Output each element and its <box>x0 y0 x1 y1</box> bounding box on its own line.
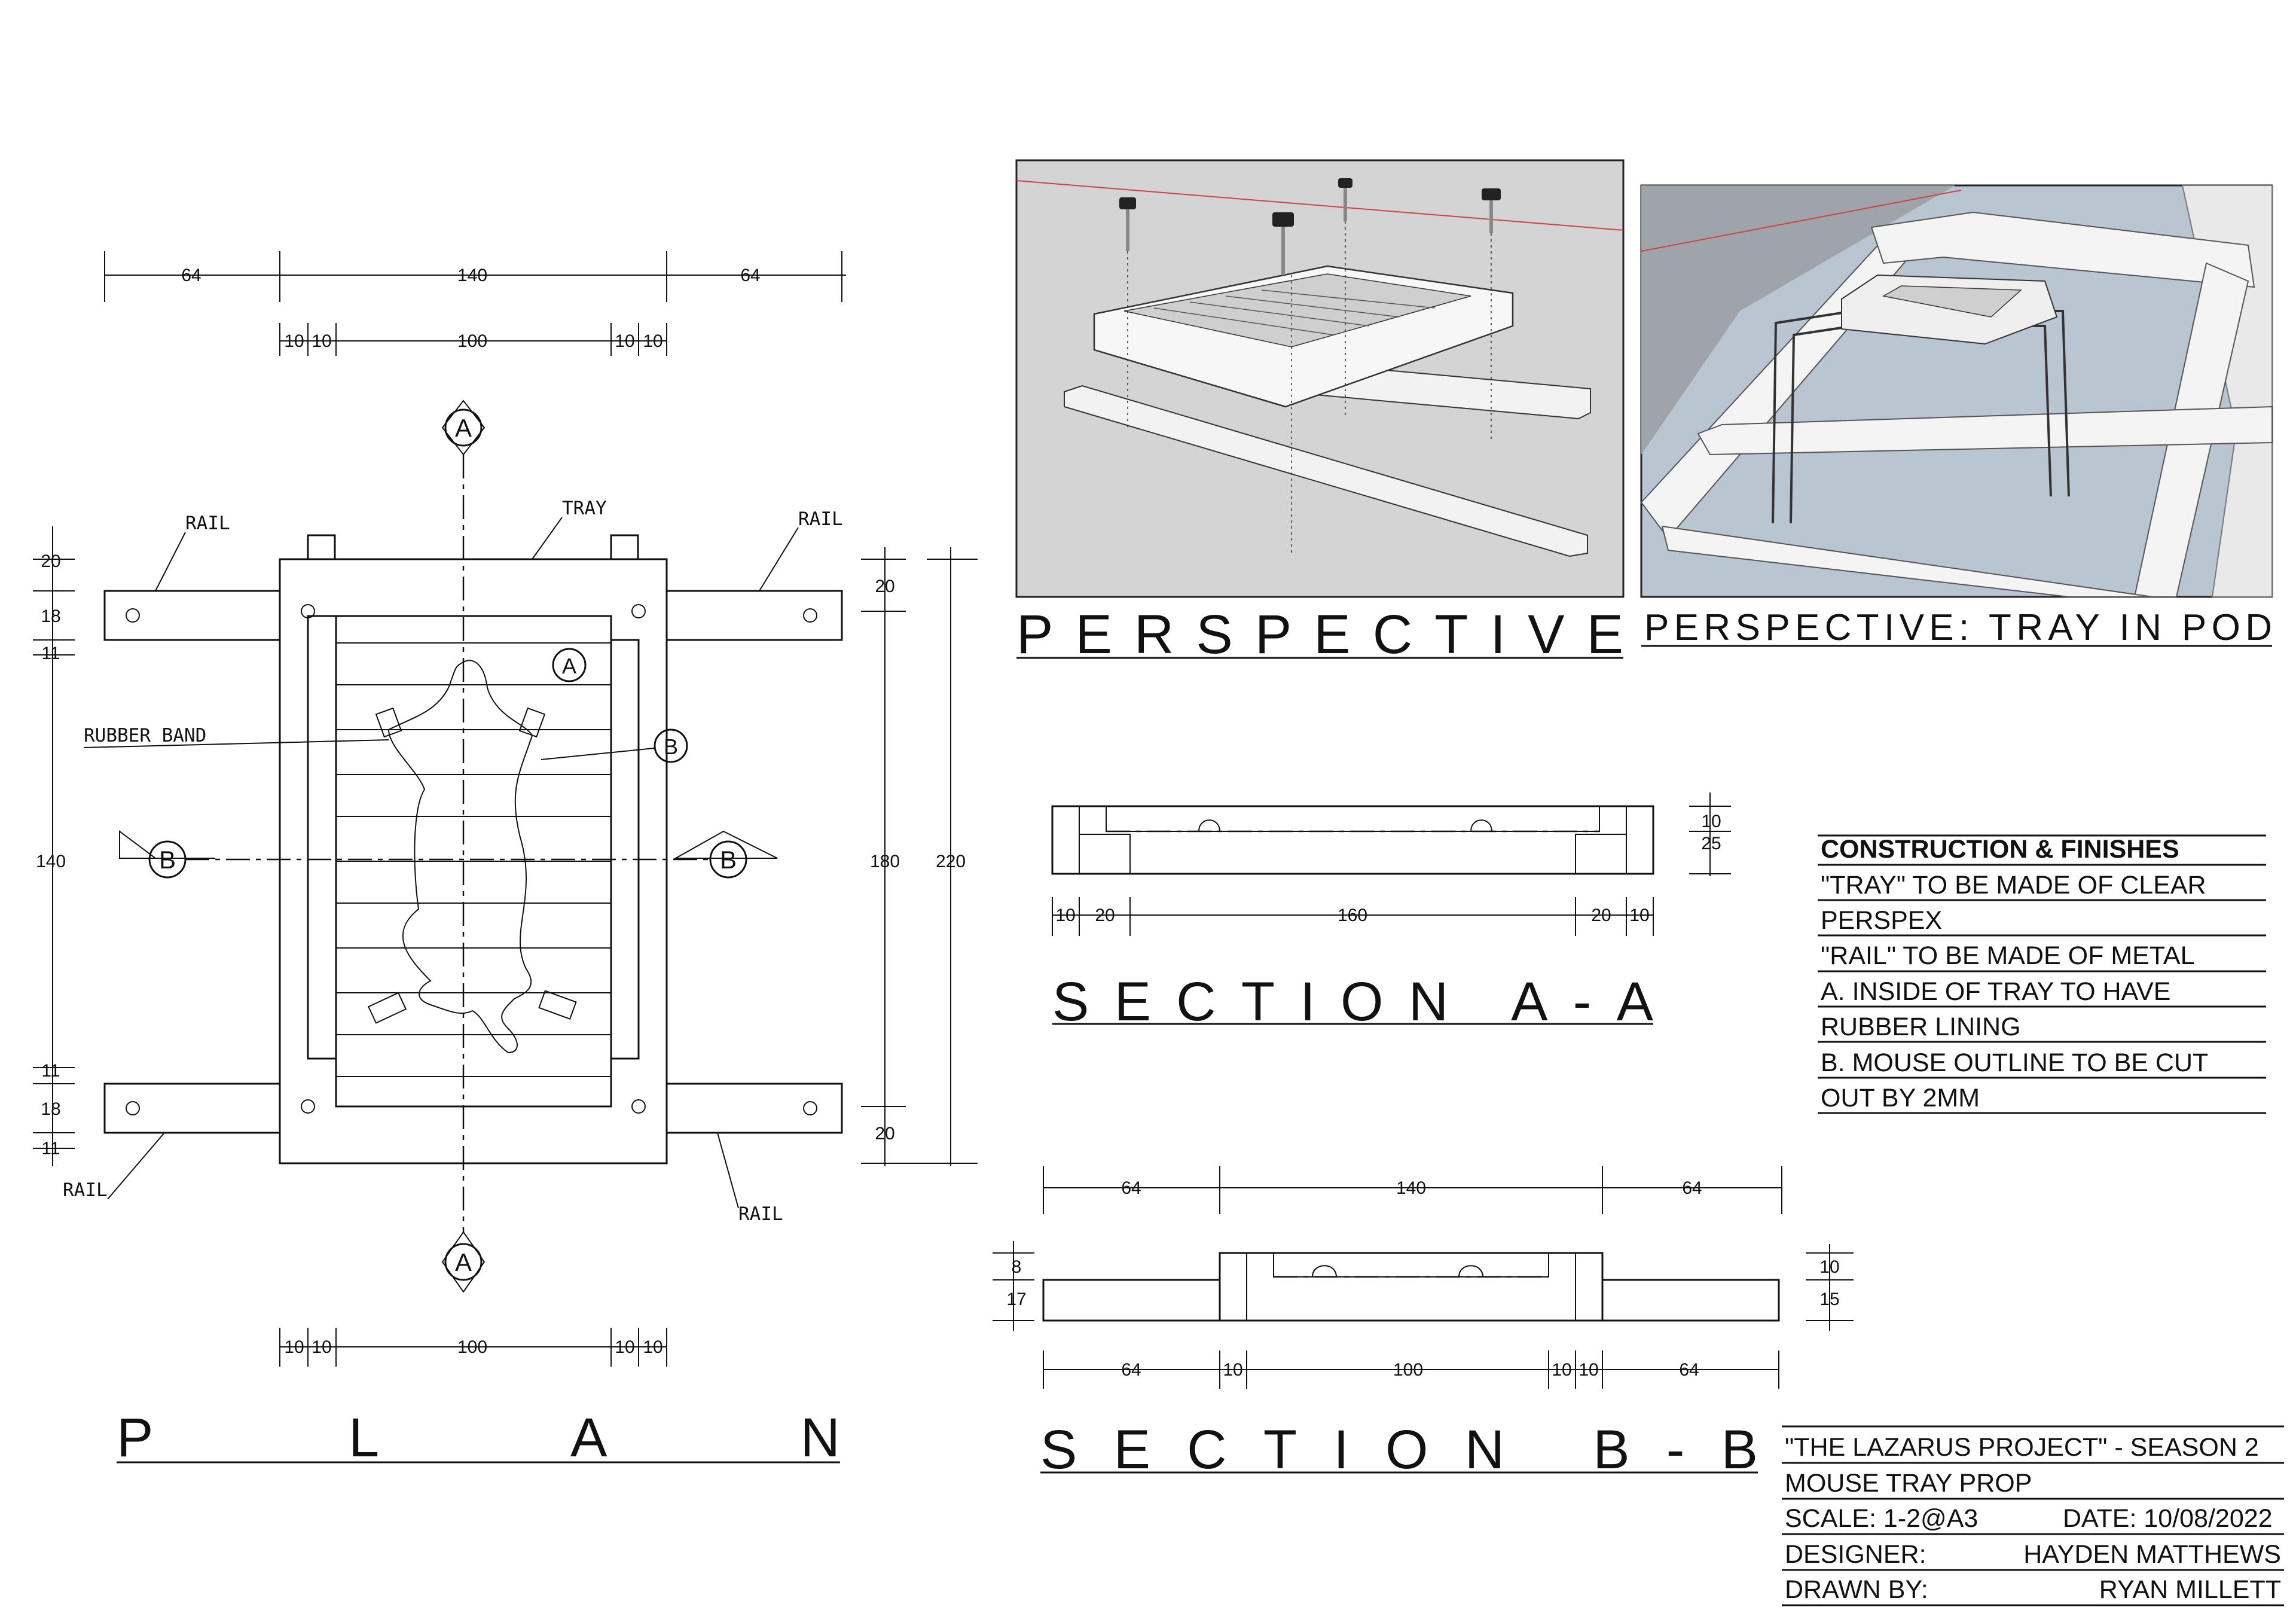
note-a-label: A <box>562 654 576 678</box>
label-rail-bottom-left: RAIL <box>63 1179 108 1201</box>
rail-top-right <box>665 590 843 641</box>
plan-subdim-4: 10 <box>615 331 634 351</box>
plan-dim-left-4: 140 <box>36 852 66 871</box>
aa-side-dim-1: 10 <box>1701 812 1721 831</box>
notes-line-7: OUT BY 2MM <box>1821 1084 1980 1112</box>
plan-view: 64 140 64 10 10 100 10 10 A A B B <box>33 251 978 1468</box>
plan-bottom-subdim-3: 100 <box>457 1337 487 1357</box>
plan-dim-top-3: 64 <box>740 266 760 285</box>
note-b-label: B <box>664 734 678 759</box>
title-designer: HAYDEN MATTHEWS <box>2023 1540 2281 1569</box>
label-rubber-band: RUBBER BAND <box>84 725 206 746</box>
notes-line-2: PERSPEX <box>1821 906 1942 935</box>
rail-bottom-left <box>103 1083 281 1134</box>
label-rail-bottom-right: RAIL <box>738 1203 783 1225</box>
bb-right-dim-1: 10 <box>1819 1257 1839 1277</box>
bb-top-dim-1: 64 <box>1121 1178 1141 1198</box>
perspective-title: PERSPECTIVE <box>1016 604 1623 665</box>
bb-left-dim-2: 17 <box>1006 1289 1026 1309</box>
label-rail-top-right: RAIL <box>798 508 843 530</box>
bb-top-dim-3: 64 <box>1682 1178 1702 1198</box>
section-a-label-bottom: A <box>455 1248 472 1276</box>
title-drawn: RYAN MILLETT <box>2099 1575 2281 1604</box>
plan-bottom-subdim-4: 10 <box>615 1337 634 1357</box>
plan-subdim-3: 100 <box>457 331 487 351</box>
section-b-label-right: B <box>720 846 737 874</box>
section-aa-view: 10 20 160 20 10 10 25 SECTION A-A <box>1051 792 1731 1032</box>
label-rail-top-left: RAIL <box>185 513 230 534</box>
section-b-label-left: B <box>159 846 176 874</box>
plan-title: P L A N <box>117 1407 840 1468</box>
aa-dim-2: 20 <box>1095 905 1115 925</box>
plan-subdim-1: 10 <box>284 331 304 351</box>
bb-bottom-dim-6: 64 <box>1679 1360 1699 1380</box>
perspective-render: PERSPECTIVE <box>1015 159 1625 665</box>
rail-top-left <box>103 590 281 641</box>
aa-dim-5: 10 <box>1629 905 1649 925</box>
notes-line-3: "RAIL" TO BE MADE OF METAL <box>1821 941 2195 970</box>
plan-bottom-subdim-2: 10 <box>312 1337 331 1357</box>
notes-line-6: B. MOUSE OUTLINE TO BE CUT <box>1821 1048 2208 1077</box>
plan-dim-left-1: 20 <box>41 551 60 571</box>
plan-dim-top-2: 140 <box>457 266 487 285</box>
aa-dim-4: 20 <box>1591 905 1611 925</box>
title-designer-label: DESIGNER: <box>1785 1540 1926 1569</box>
section-a-marker-bottom <box>444 1243 483 1281</box>
notes-heading: CONSTRUCTION & FINISHES <box>1821 835 2179 864</box>
title-block: "THE LAZARUS PROJECT" - SEASON 2 MOUSE T… <box>1782 1425 2284 1606</box>
plan-dim-left-5: 11 <box>41 1061 60 1081</box>
title-drawn-label: DRAWN BY: <box>1785 1575 1928 1604</box>
plan-dim-left-3: 11 <box>41 644 60 663</box>
notes-line-5: RUBBER LINING <box>1821 1013 2021 1041</box>
title-scale: SCALE: 1-2@A3 <box>1785 1504 1978 1533</box>
plan-bottom-subdim-1: 10 <box>284 1337 304 1357</box>
notes-line-4: A. INSIDE OF TRAY TO HAVE <box>1821 977 2170 1006</box>
label-tray: TRAY <box>562 498 607 519</box>
section-a-marker-top <box>444 408 483 447</box>
plan-dim-right-3: 20 <box>875 1124 894 1144</box>
aa-dim-1: 10 <box>1055 905 1075 925</box>
perspective-pod-render: PERSPECTIVE: TRAY IN POD <box>1640 184 2273 648</box>
bb-top-dim-2: 140 <box>1396 1178 1426 1198</box>
mouse-outline <box>387 660 533 1054</box>
bb-bottom-dim-5: 10 <box>1578 1360 1598 1380</box>
title-project: "THE LAZARUS PROJECT" - SEASON 2 <box>1785 1433 2259 1462</box>
bb-bottom-dim-1: 64 <box>1121 1360 1141 1380</box>
plan-dim-left-2: 18 <box>41 606 60 626</box>
title-date: DATE: 10/08/2022 <box>2063 1504 2273 1533</box>
plan-dim-left-7: 11 <box>41 1139 60 1158</box>
section-bb-title: SECTION B-B <box>1040 1419 1758 1480</box>
rail-bottom-right <box>665 1083 843 1134</box>
bb-left-dim-1: 8 <box>1012 1257 1022 1277</box>
section-a-label-top: A <box>455 414 472 442</box>
bb-bottom-dim-3: 100 <box>1393 1360 1423 1380</box>
plan-subdim-2: 10 <box>312 331 331 351</box>
title-item: MOUSE TRAY PROP <box>1785 1469 2032 1498</box>
plan-subdim-5: 10 <box>643 331 662 351</box>
section-bb-view: 64 140 64 8 17 10 15 6 <box>993 1166 1854 1480</box>
aa-dim-3: 160 <box>1338 905 1367 925</box>
bb-bottom-dim-4: 10 <box>1552 1360 1571 1380</box>
notes-line-1: "TRAY" TO BE MADE OF CLEAR <box>1821 871 2206 900</box>
tray-outline <box>279 558 668 1164</box>
plan-dim-top-1: 64 <box>181 266 201 285</box>
perspective-pod-title: PERSPECTIVE: TRAY IN POD <box>1644 607 2272 648</box>
plan-dim-right-2: 180 <box>870 852 900 871</box>
note-b-marker <box>654 728 688 763</box>
plan-dim-right-1: 20 <box>875 577 894 596</box>
bb-bottom-dim-2: 10 <box>1223 1360 1242 1380</box>
plan-bottom-subdim-5: 10 <box>643 1337 662 1357</box>
section-b-marker-right <box>709 840 747 879</box>
plan-dim-left-6: 18 <box>41 1099 60 1119</box>
aa-side-dim-2: 25 <box>1701 834 1721 853</box>
construction-notes: CONSTRUCTION & FINISHES "TRAY" TO BE MAD… <box>1818 834 2266 1114</box>
bb-right-dim-2: 15 <box>1819 1289 1839 1309</box>
plan-dim-right-outer: 220 <box>936 852 966 871</box>
note-a-marker <box>552 648 587 682</box>
